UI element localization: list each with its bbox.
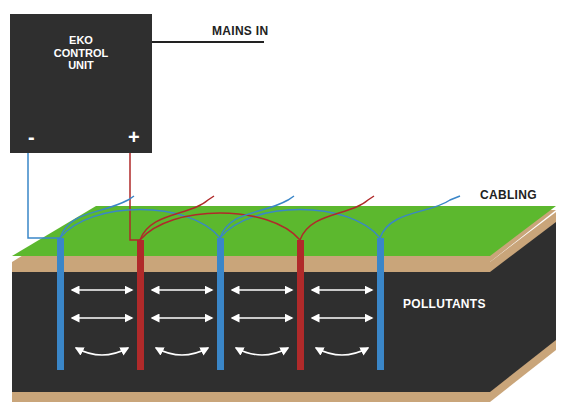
- mains-wire: [152, 41, 264, 43]
- terminal-sign: -: [28, 126, 35, 149]
- positive-wire: [130, 147, 140, 240]
- cable-arch: [220, 210, 380, 239]
- soil-body: [12, 272, 490, 392]
- control-unit-box: EKO CONTROL UNIT - +: [10, 14, 152, 153]
- unit-title: EKO CONTROL UNIT: [46, 34, 116, 72]
- soil-rim: [12, 262, 490, 402]
- anode-rod: [297, 240, 304, 370]
- cabling-label: CABLING: [480, 188, 537, 202]
- grass-top: [12, 206, 556, 256]
- terminal-sign: +: [128, 126, 140, 149]
- cable-tails: [60, 196, 460, 240]
- cable-arch: [60, 210, 220, 239]
- anode-rod: [137, 240, 144, 370]
- negative-wire: [28, 147, 60, 238]
- cathode-rod: [57, 238, 64, 370]
- pollutants-label: POLLUTANTS: [403, 297, 486, 311]
- migration-arrows: [72, 290, 372, 355]
- cathode-rod: [377, 238, 384, 370]
- mains-label: MAINS IN: [212, 24, 268, 38]
- cathode-rod: [217, 238, 224, 370]
